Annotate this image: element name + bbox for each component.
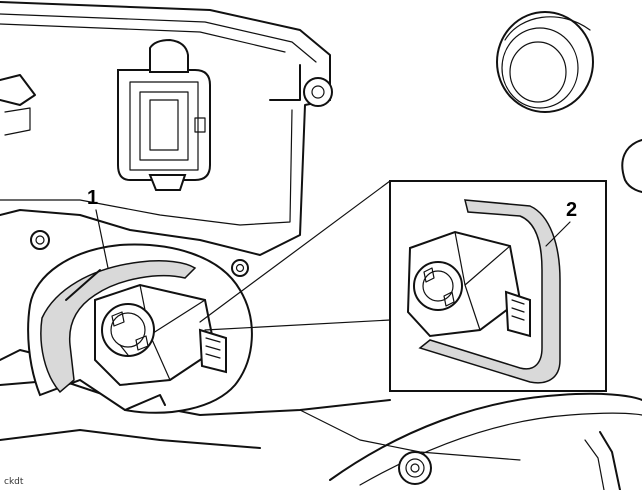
callout-label-1: 1 (87, 187, 98, 209)
callout-1: 1 (87, 187, 109, 269)
inset-detail (199, 180, 607, 392)
leader-line-1 (95, 209, 109, 269)
bulb-holder-main (27, 243, 253, 414)
connector-socket (117, 38, 211, 191)
top-right-fitting (496, 11, 642, 193)
callout-2: 2 (545, 199, 577, 247)
footer-code: ckdt (4, 477, 24, 487)
leader-line-2 (545, 221, 571, 247)
callout-label-2: 2 (566, 199, 577, 221)
